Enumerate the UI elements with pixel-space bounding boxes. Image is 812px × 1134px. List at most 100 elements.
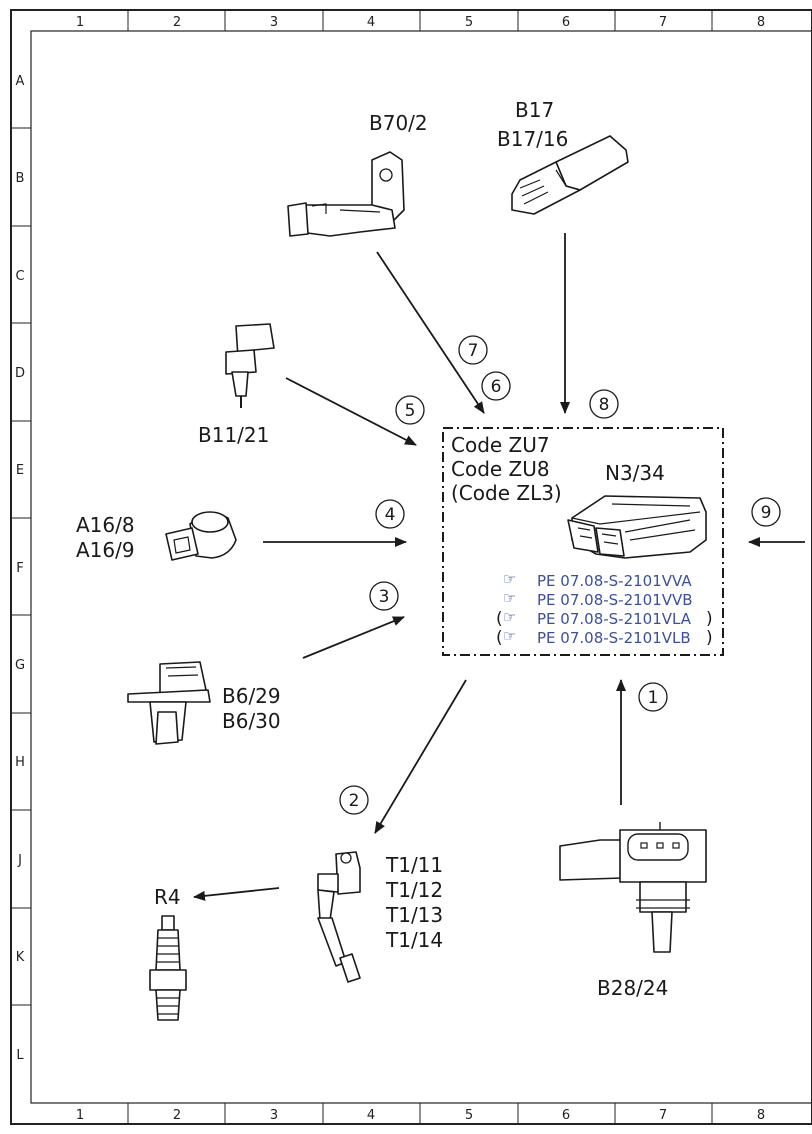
signal-number-6: 6 [481,371,511,401]
control-unit-n3-34[interactable]: Code ZU7 Code ZU8 (Code ZL3) N3/34 ☞ PE … [442,427,724,656]
column-labels-top: 1 2 3 4 5 6 7 8 [76,15,765,30]
svg-text:8: 8 [599,395,610,415]
row-label: F [16,561,23,576]
ecu-icon [567,495,707,559]
reference-link-vla[interactable]: PE 07.08-S-2101VLA [537,610,692,628]
component-r4[interactable]: R4 [149,885,187,1021]
column-label: 4 [367,1108,375,1123]
reference-link-row[interactable]: ☞ PE 07.08-S-2101VVB [503,589,693,609]
svg-text:6: 6 [491,377,502,397]
component-b70-2[interactable]: B70/2 [287,111,428,237]
column-label: 5 [465,1108,473,1123]
label-b11-21: B11/21 [198,423,269,447]
pressure-sensor-icon [559,822,707,953]
label-b28-24: B28/24 [597,976,668,1000]
reference-link-vva[interactable]: PE 07.08-S-2101VVA [537,572,692,590]
row-labels-left: A B C D E F G H J K L [15,74,25,1063]
signal-number-7: 7 [458,335,488,365]
label-t1-13: T1/13 [385,903,443,927]
signal-number-2: 2 [339,785,369,815]
label-t1-14: T1/14 [385,928,443,952]
label-r4: R4 [154,885,181,909]
column-label: 2 [173,15,181,30]
reference-link-row[interactable]: ( ☞ PE 07.08-S-2101VLA ) [496,608,713,629]
signal-arrows [193,233,805,901]
column-label: 6 [562,15,570,30]
column-label: 1 [76,15,84,30]
row-label: C [15,269,24,284]
close-paren: ) [706,609,713,629]
signal-number-4: 4 [375,499,405,529]
component-t1[interactable]: T1/11 T1/12 T1/13 T1/14 [317,851,443,983]
row-label: A [16,74,25,89]
hand-pointer-icon: ☞ [503,589,516,607]
row-label: D [15,366,25,381]
svg-text:3: 3 [379,587,390,607]
column-label: 7 [659,1108,667,1123]
column-dividers-top [127,10,713,31]
svg-text:5: 5 [405,401,416,421]
component-b6[interactable]: B6/29 B6/30 [127,661,281,745]
code-zl3: (Code ZL3) [451,481,562,505]
reference-link-vlb[interactable]: PE 07.08-S-2101VLB [537,629,691,647]
reference-link-vvb[interactable]: PE 07.08-S-2101VVB [537,591,693,609]
knock-sensor-icon [165,511,237,561]
svg-text:4: 4 [385,505,396,525]
column-label: 2 [173,1108,181,1123]
code-zu7: Code ZU7 [451,433,550,457]
column-label: 4 [367,15,375,30]
svg-text:7: 7 [468,341,479,361]
component-b17[interactable]: B17 B17/16 [497,98,629,215]
row-dividers-left [11,127,31,1006]
hand-pointer-icon: ☞ [503,570,516,588]
column-label: 6 [562,1108,570,1123]
label-a16-9: A16/9 [76,538,135,562]
row-label: E [16,463,24,478]
column-label: 3 [270,1108,278,1123]
label-b17-16: B17/16 [497,127,568,151]
column-label: 3 [270,15,278,30]
column-label: 8 [757,1108,765,1123]
column-dividers-bottom [127,1103,713,1124]
component-b11-21[interactable]: B11/21 [198,323,275,447]
label-t1-11: T1/11 [385,853,443,877]
arrow-r4 [193,887,280,901]
component-b28-24[interactable]: B28/24 [559,822,707,1000]
svg-text:2: 2 [349,791,360,811]
close-paren: ) [706,628,713,648]
row-label: J [17,853,22,868]
row-label: L [16,1048,24,1063]
hand-pointer-icon: ☞ [503,627,516,645]
label-n3-34: N3/34 [605,461,665,485]
signal-number-9: 9 [751,497,781,527]
reference-link-row[interactable]: ☞ PE 07.08-S-2101VVA [503,570,692,590]
column-labels-bottom: 1 2 3 4 5 6 7 8 [76,1108,765,1123]
label-b17: B17 [515,98,554,122]
component-a16[interactable]: A16/8 A16/9 [76,511,237,562]
row-label: B [16,171,25,186]
code-zu8: Code ZU8 [451,457,550,481]
signal-number-8: 8 [589,389,619,419]
label-b6-29: B6/29 [222,684,281,708]
ignition-coil-icon [317,851,361,983]
column-label: 8 [757,15,765,30]
coolant-sensor-icon [225,323,275,408]
signal-number-5: 5 [395,395,425,425]
column-label: 5 [465,15,473,30]
column-label: 7 [659,15,667,30]
label-t1-12: T1/12 [385,878,443,902]
svg-text:1: 1 [648,688,659,708]
signal-number-badges: 1 2 3 4 5 6 7 8 9 [339,335,781,815]
row-label: G [15,658,25,673]
row-label: H [15,755,25,770]
hand-pointer-icon: ☞ [503,608,516,626]
reference-link-row[interactable]: ( ☞ PE 07.08-S-2101VLB ) [496,627,713,648]
arrow-6-7 [376,251,485,414]
label-b6-30: B6/30 [222,709,281,733]
arrow-3 [302,616,405,659]
column-label: 1 [76,1108,84,1123]
arrow-5 [285,377,417,446]
label-b70-2: B70/2 [369,111,428,135]
spark-plug-icon [149,915,187,1021]
